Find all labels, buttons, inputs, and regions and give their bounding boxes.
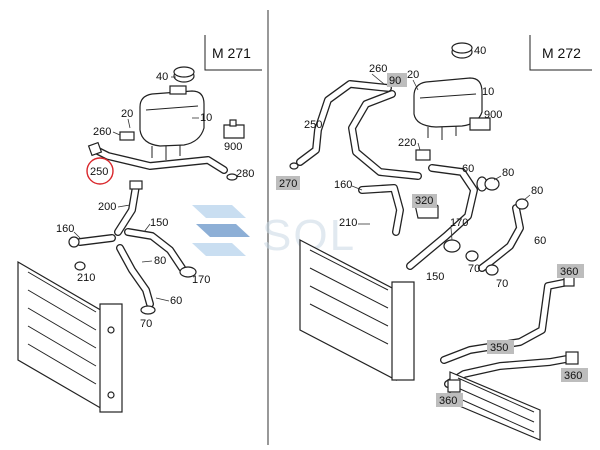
right-label-270: 270 [279, 178, 297, 190]
left-hose-250 [87, 141, 228, 174]
right-hose-top [348, 90, 422, 180]
right-label-360-top: 360 [560, 266, 578, 278]
left-cap-40 [173, 66, 195, 83]
right-hose-250 [289, 80, 392, 170]
right-fitting-220 [415, 149, 431, 161]
right-label-80-top: 80 [502, 167, 514, 179]
right-hose-60-150 [406, 164, 488, 270]
left-label-60: 60 [170, 295, 182, 307]
left-pipe-200 [114, 180, 143, 236]
right-expansion-tank [413, 77, 483, 140]
right-label-80-right: 80 [531, 185, 543, 197]
right-title-box: M 272 [529, 35, 592, 71]
right-clamp-70 [465, 250, 499, 276]
left-label-10: 10 [200, 112, 212, 124]
left-label-210: 210 [77, 272, 95, 284]
left-title-box: M 271 [204, 35, 262, 71]
right-label-90: 90 [389, 75, 401, 87]
left-label-20: 20 [121, 108, 133, 120]
left-label-170: 170 [192, 274, 210, 286]
left-fitting-260 [119, 131, 135, 141]
left-expansion-tank [139, 85, 205, 160]
left-panel-title: M 271 [212, 45, 251, 61]
left-label-40: 40 [156, 71, 168, 83]
right-label-70-right: 70 [496, 278, 508, 290]
left-label-160: 160 [56, 223, 74, 235]
right-label-150: 150 [426, 271, 444, 283]
right-cap-40 [451, 42, 473, 59]
right-label-160: 160 [334, 179, 352, 191]
left-clamp-170 [179, 266, 197, 278]
callout-circle-250 [86, 157, 114, 185]
left-bracket-900 [223, 119, 245, 139]
right-bracket-900 [469, 117, 491, 131]
right-label-60-right: 60 [534, 235, 546, 247]
right-label-170: 170 [450, 217, 468, 229]
right-oil-cooler-lines-350 [440, 278, 576, 388]
left-labels: 40 20 10 260 900 250 280 200 150 160 80 … [56, 71, 254, 330]
left-label-900: 900 [224, 141, 242, 153]
right-label-70-center: 70 [468, 263, 480, 275]
right-label-900: 900 [484, 109, 502, 121]
right-hose-60b [478, 204, 524, 272]
right-labels: 260 90 20 40 10 250 900 220 270 160 60 8… [279, 45, 582, 407]
left-label-250: 250 [90, 166, 108, 178]
right-label-20: 20 [407, 69, 419, 81]
left-clamp-70 [140, 305, 156, 315]
right-panel-title: M 272 [542, 45, 581, 61]
right-label-260: 260 [369, 63, 387, 75]
watermark: SOL [192, 205, 354, 260]
right-oil-cooler [449, 371, 541, 441]
right-radiator [299, 239, 415, 381]
left-label-200: 200 [98, 201, 116, 213]
left-hose-80-60 [116, 244, 154, 308]
right-highlight-boxes [276, 73, 588, 407]
right-label-220: 220 [398, 137, 416, 149]
right-label-10: 10 [482, 86, 494, 98]
left-radiator [17, 260, 123, 413]
left-label-70: 70 [140, 318, 152, 330]
right-hose-160 [358, 184, 404, 236]
left-label-80: 80 [154, 255, 166, 267]
left-clamp-210 [74, 261, 86, 271]
right-label-60-top: 60 [462, 163, 474, 175]
left-label-260: 260 [93, 126, 111, 138]
left-hose-160 [68, 234, 116, 248]
left-hose-150 [124, 228, 186, 272]
left-label-150: 150 [150, 217, 168, 229]
right-label-360-right: 360 [564, 370, 582, 382]
left-label-280: 280 [236, 168, 254, 180]
right-label-320: 320 [415, 195, 433, 207]
right-label-360-bottom: 360 [439, 395, 457, 407]
right-label-40: 40 [474, 45, 486, 57]
right-label-250: 250 [304, 119, 322, 131]
right-clamp-80b [515, 198, 529, 210]
right-label-350: 350 [490, 342, 508, 354]
right-clamp-80a [484, 177, 500, 191]
left-clamp-280 [226, 173, 238, 181]
right-fittings-360 [447, 275, 579, 393]
right-clamp-170 [443, 239, 461, 253]
watermark-logo-icon [192, 205, 250, 256]
right-label-210: 210 [339, 217, 357, 229]
